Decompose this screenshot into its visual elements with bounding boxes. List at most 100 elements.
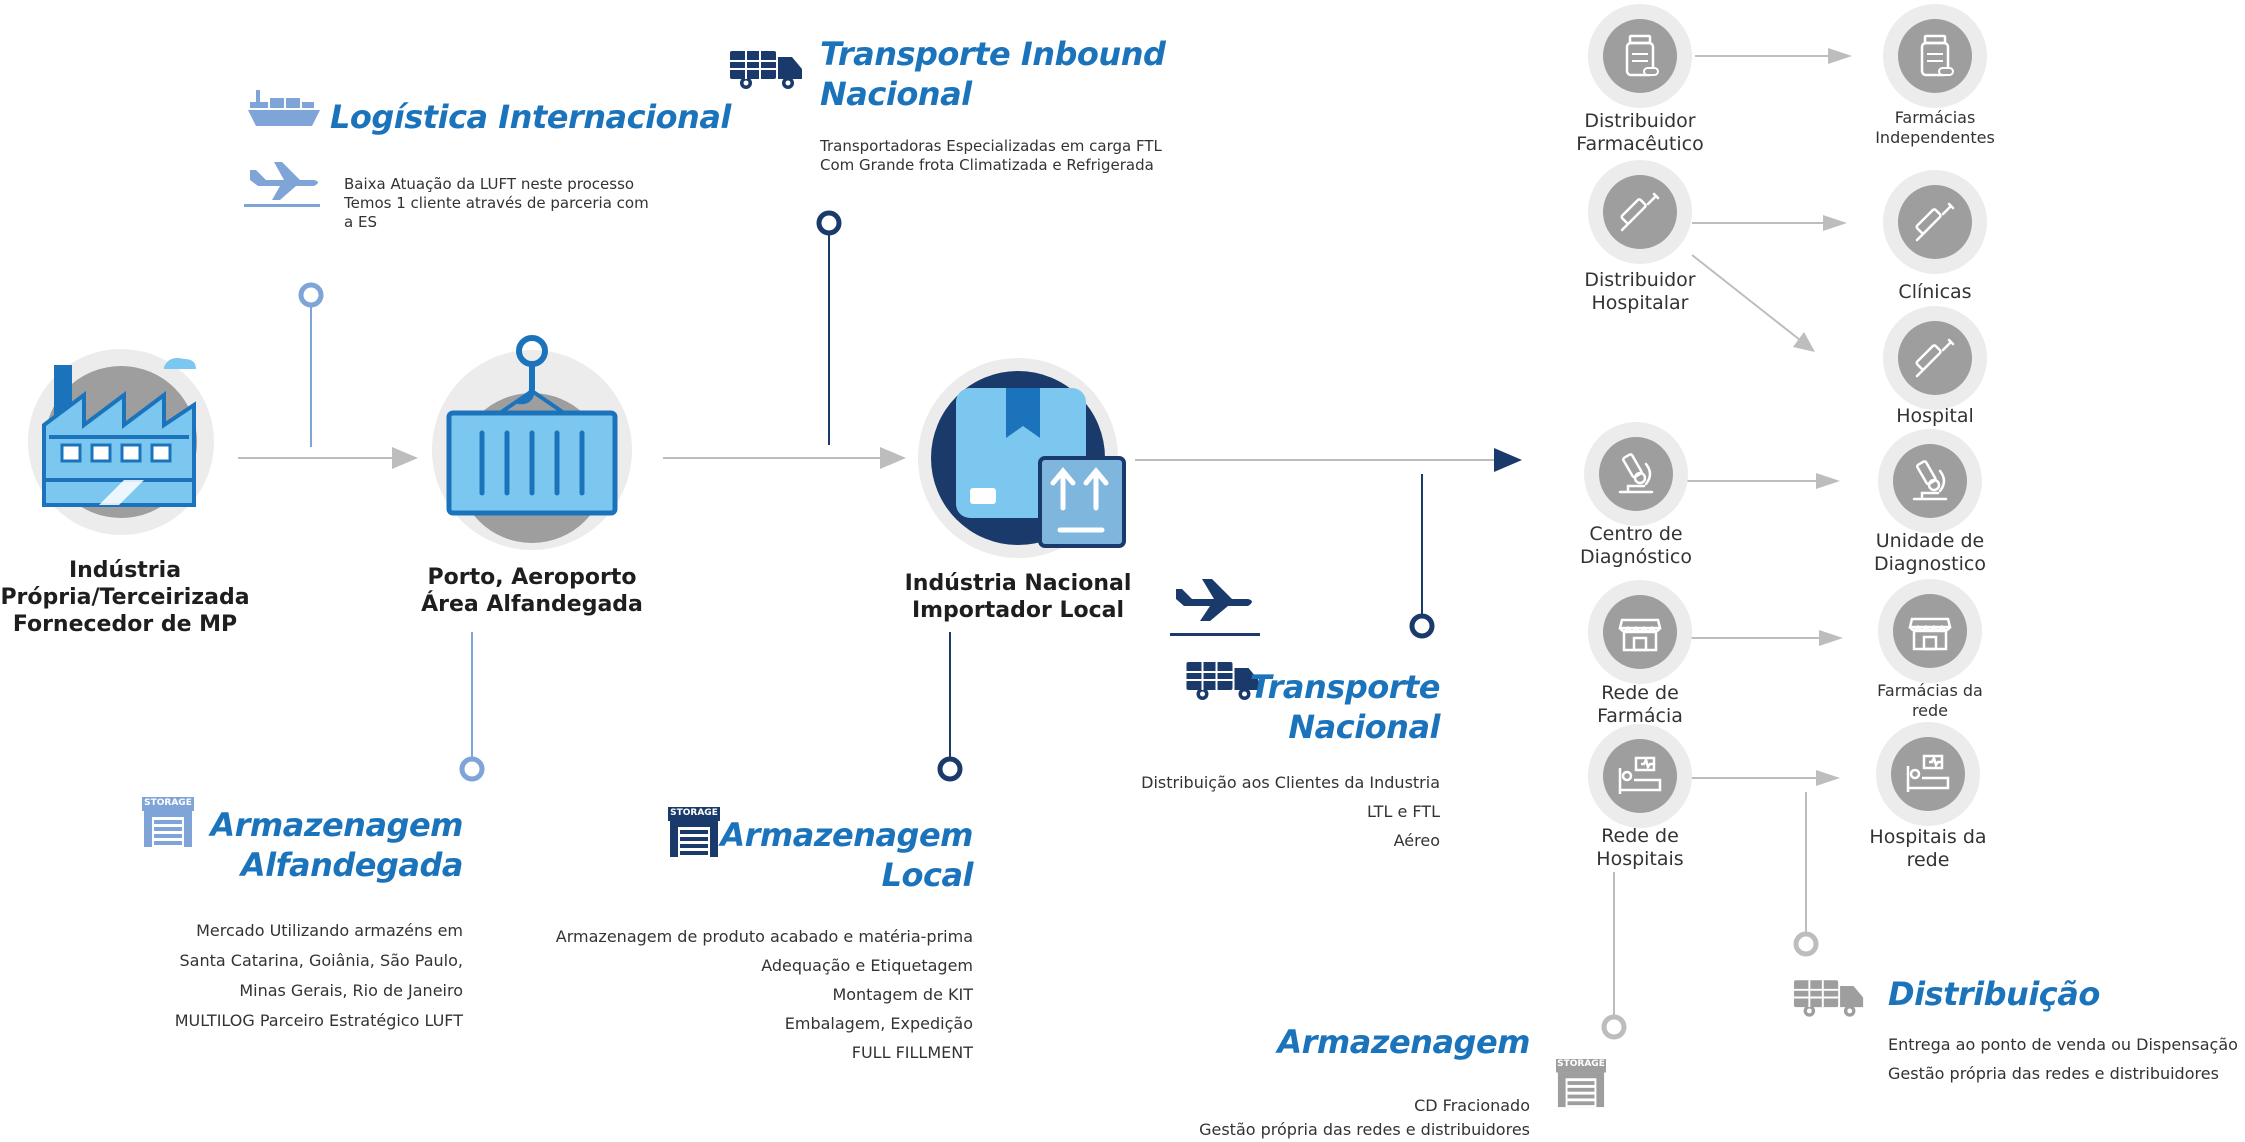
- description-line: Gestão própria das redes e distribuidore…: [1199, 1120, 1530, 1139]
- airplane-icon: [1170, 579, 1260, 636]
- node-label-line: Farmácias da: [1877, 681, 1983, 700]
- pin-inbound: [816, 210, 842, 445]
- node-label-line: rede: [1911, 701, 1949, 720]
- pin-distribuicao: [1793, 792, 1819, 957]
- pin-alfandegada: [459, 632, 485, 782]
- node-label-line: Diagnostico: [1874, 553, 1986, 575]
- alfandegada-description: Mercado Utilizando armazéns em Santa Cat…: [80, 916, 463, 1036]
- storage-icon: STORAGE: [1556, 1058, 1606, 1110]
- storage-icon: STORAGE: [668, 807, 720, 859]
- title-line: Transporte Inbound: [820, 35, 1166, 73]
- syringe-icon: [1588, 160, 1692, 264]
- description-line: Embalagem, Expedição: [784, 1014, 973, 1033]
- local-title: Armazenagem Local: [690, 815, 973, 895]
- storage-icon: STORAGE: [142, 797, 194, 849]
- node-label-line: rede: [1906, 849, 1950, 871]
- description-line: CD Fracionado: [1414, 1096, 1530, 1115]
- main-flow-arrows: [238, 447, 1500, 469]
- distribuicao-title: Distribuição: [1888, 975, 2100, 1013]
- node-label-line: Unidade de: [1875, 530, 1985, 552]
- distribution-arrows: [1685, 48, 1852, 786]
- title-line: Local: [881, 856, 974, 894]
- storage-building-shape: [668, 807, 720, 857]
- title-line: Alfandegada: [240, 846, 464, 884]
- main-flow-arrowhead-navy: [1494, 448, 1522, 472]
- title-line: Armazenagem: [720, 816, 973, 854]
- node-label-line: Farmácia: [1597, 705, 1683, 727]
- description-line: Montagem de KIT: [832, 985, 973, 1004]
- storage-building-shape: [1556, 1059, 1606, 1108]
- syringe-icon: [1883, 306, 1987, 410]
- pin-transporte-nacional: [1409, 474, 1435, 639]
- description-line: Temos 1 cliente através de parceria com: [344, 194, 649, 212]
- description-line: Adequação e Etiquetagem: [761, 956, 973, 975]
- description-line: Minas Gerais, Rio de Janeiro: [239, 981, 463, 1000]
- microscope-icon: [1878, 429, 1982, 533]
- description-line: Aéreo: [1393, 831, 1440, 850]
- node-nacional-label: Indústria Nacional Importador Local: [878, 570, 1158, 624]
- description-line: Gestão própria das redes e distribuidore…: [1888, 1064, 2219, 1083]
- transporte-nacional-description: Distribuição aos Clientes da Industria L…: [1080, 768, 1440, 855]
- delivery-truck-icon: [1794, 980, 1864, 1017]
- title-line: Armazenagem: [210, 806, 463, 844]
- node-label-line: Farmacêutico: [1576, 133, 1704, 155]
- hospital-bed-icon: [1588, 724, 1692, 828]
- alfandegada-title: Armazenagem Alfandegada: [160, 805, 463, 885]
- description-line: Transportadoras Especializadas em carga …: [820, 137, 1162, 155]
- node-label-line: Fornecedor de MP: [12, 612, 238, 637]
- description-line: Armazenagem de produto acabado e matéria…: [555, 927, 973, 946]
- inbound-title: Transporte Inbound Nacional: [820, 34, 1240, 114]
- delivery-truck-icon: [1186, 662, 1259, 700]
- description-line: LTL e FTL: [1366, 802, 1440, 821]
- node-porto-label: Porto, Aeroporto Área Alfandegada: [392, 564, 672, 618]
- factory-icon: [28, 349, 214, 535]
- node-label-line: Centro de: [1589, 523, 1683, 545]
- pin-logistica: [298, 282, 324, 447]
- node-label: Clínicas: [1825, 281, 2045, 304]
- title-line: Nacional: [820, 75, 972, 113]
- container-icon: [432, 335, 632, 550]
- pharmacy-store-icon: [1588, 580, 1692, 684]
- pin-armazenagem: [1601, 872, 1627, 1040]
- armazenagem-title: Armazenagem: [1277, 1023, 1530, 1061]
- node-label-line: Indústria: [68, 558, 182, 583]
- node-label-line: Independentes: [1875, 128, 1995, 147]
- description-line: Com Grande frota Climatizada e Refrigera…: [820, 156, 1154, 174]
- title-line: Nacional: [1288, 708, 1440, 746]
- distribuicao-description: Entrega ao ponto de venda ou Dispensação…: [1888, 1030, 2245, 1088]
- description-line: Distribuição aos Clientes da Industria: [1141, 773, 1440, 792]
- pin-local: [937, 632, 963, 782]
- node-label-line: Diagnóstico: [1580, 546, 1692, 568]
- cargo-ship-icon: [248, 90, 320, 126]
- node-label-line: Rede de: [1601, 682, 1679, 704]
- syringe-icon: [1883, 170, 1987, 274]
- node-label-line: Hospitalar: [1591, 292, 1689, 314]
- node-label-line: Hospitais da: [1869, 826, 1987, 848]
- storage-sign-text: STORAGE: [1557, 1059, 1605, 1069]
- package-box-icon: [918, 358, 1126, 558]
- hospital-bed-icon: [1876, 722, 1980, 826]
- medicine-bottle-icon: [1588, 4, 1692, 108]
- pharmacy-store-icon: [1878, 579, 1982, 683]
- airplane-icon: [244, 162, 320, 207]
- armazenagem-description: CD Fracionado Gestão própria das redes e…: [1080, 1094, 1530, 1142]
- medicine-bottle-icon: [1883, 4, 1987, 108]
- inbound-description: Transportadoras Especializadas em carga …: [820, 137, 1240, 175]
- microscope-icon: [1584, 422, 1688, 526]
- description-line: Mercado Utilizando armazéns em: [196, 921, 463, 940]
- description-line: Santa Catarina, Goiânia, São Paulo,: [179, 951, 464, 970]
- local-description: Armazenagem de produto acabado e matéria…: [500, 922, 973, 1067]
- description-line: a ES: [344, 213, 377, 231]
- node-label-line: Distribuidor: [1584, 269, 1696, 291]
- node-label-line: Área Alfandegada: [421, 592, 643, 617]
- node-label-line: Indústria Nacional: [904, 571, 1132, 596]
